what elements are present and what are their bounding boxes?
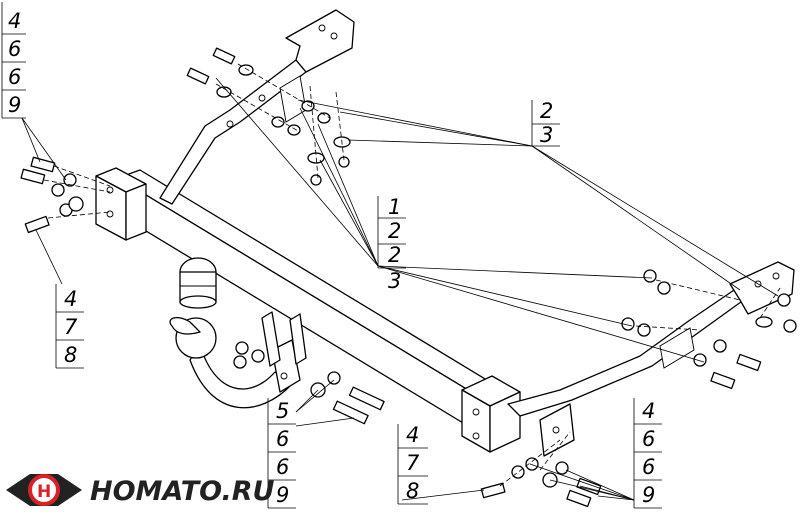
callout-mid-left: 4 7 8 (55, 284, 84, 369)
callout-top-left: 4 6 6 9 (1, 2, 26, 119)
callout-bottom-right: 4 6 6 9 (633, 398, 662, 509)
callout-label: 2 (388, 219, 401, 243)
callout-label: 8 (64, 343, 77, 367)
callout-label: 7 (406, 451, 420, 475)
callout-label: 7 (64, 315, 78, 339)
callout-top-right: 2 3 (531, 99, 560, 147)
callout-bottom-mid: 5 6 6 9 (267, 398, 296, 509)
logo-text: HOMATO.RU (90, 476, 275, 507)
callout-label: 6 (276, 427, 289, 451)
callout-label: 2 (388, 243, 401, 267)
callout-label: 1 (388, 195, 401, 219)
callout-label: 9 (276, 483, 289, 507)
callout-label: 4 (8, 9, 21, 33)
tow-ball-assembly (169, 311, 307, 409)
main-crossbeam (95, 167, 521, 453)
homato-logo: H HOMATO.RU (6, 474, 275, 507)
callout-label: 6 (642, 427, 655, 451)
svg-text:H: H (37, 482, 51, 502)
ball-cover-cap (179, 257, 217, 309)
callout-label: 9 (642, 483, 655, 507)
callout-label: 6 (8, 37, 21, 61)
callout-label: 4 (642, 399, 655, 423)
callout-label: 6 (276, 455, 289, 479)
left-side-bracket (159, 9, 355, 205)
callout-label: 2 (540, 99, 553, 123)
callout-label: 3 (388, 269, 401, 293)
callout-bottom-center: 4 7 8 (397, 423, 428, 505)
callout-label: 8 (406, 479, 419, 503)
logo-ring-icon (28, 474, 60, 506)
callout-label: 3 (540, 123, 553, 147)
callout-label: 5 (276, 399, 289, 423)
callout-label: 4 (406, 423, 419, 447)
fasteners (20, 47, 797, 508)
right-side-bracket (507, 261, 795, 457)
callout-label: 4 (64, 287, 77, 311)
leader-lines (21, 77, 779, 501)
callout-label: 9 (8, 93, 21, 117)
callout-label: 6 (642, 455, 655, 479)
callout-center: 1 2 2 3 (377, 195, 406, 293)
callout-label: 6 (8, 65, 21, 89)
